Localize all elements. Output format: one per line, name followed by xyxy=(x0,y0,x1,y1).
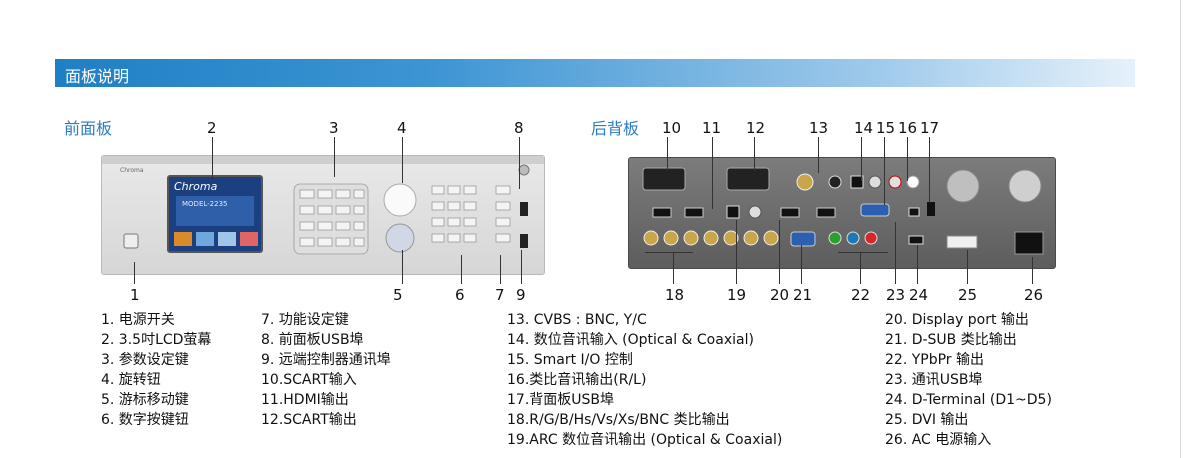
rear-panel-image xyxy=(628,157,1056,269)
legend-column-1: 1. 电源开关 2. 3.5吋LCD萤幕 3. 参数设定键 4. 旋转钮 5. … xyxy=(101,310,211,430)
legend-item: 10.SCART输入 xyxy=(261,372,357,388)
section-banner: 面板说明 xyxy=(55,59,1135,87)
callout-8: 8 xyxy=(514,119,524,137)
callout-19: 19 xyxy=(727,286,747,304)
leader-8 xyxy=(519,137,520,189)
legend-item: 5. 游标移动键 xyxy=(101,392,189,408)
lcd-model: MODEL-2235 xyxy=(182,200,227,208)
front-panel-title: 前面板 xyxy=(64,119,113,138)
callout-7: 7 xyxy=(495,286,505,304)
callout-11: 11 xyxy=(702,119,722,137)
legend-item: 23. 通讯USB埠 xyxy=(885,372,983,388)
leader-6 xyxy=(461,255,462,284)
legend-item: 12.SCART输出 xyxy=(261,412,357,428)
legend-item: 25. DVI 输出 xyxy=(885,412,969,428)
callout-2: 2 xyxy=(207,119,217,137)
legend-item: 11.HDMI输出 xyxy=(261,392,349,408)
legend-item: 3. 参数设定键 xyxy=(101,352,189,368)
callout-24: 24 xyxy=(909,286,929,304)
leader-18 xyxy=(673,252,674,284)
legend-item: 9. 远端控制器通讯埠 xyxy=(261,352,391,368)
callout-1: 1 xyxy=(130,286,140,304)
legend-item: 1. 电源开关 xyxy=(101,312,175,328)
lcd-brand: Chroma xyxy=(174,180,218,193)
legend-item: 18.R/G/B/Hs/Vs/Xs/BNC 类比输出 xyxy=(507,412,730,428)
leader-24 xyxy=(917,245,918,284)
rear-panel-title: 后背板 xyxy=(591,119,640,138)
leader-13 xyxy=(818,137,819,173)
callout-14: 14 xyxy=(854,119,874,137)
leader-3 xyxy=(334,137,335,177)
legend-item: 6. 数字按键钮 xyxy=(101,412,189,428)
leader-1 xyxy=(134,262,135,284)
callout-16: 16 xyxy=(898,119,918,137)
legend-item: 2. 3.5吋LCD萤幕 xyxy=(101,332,212,348)
legend-item: 16.类比音讯输出(R/L) xyxy=(507,372,647,388)
callout-3: 3 xyxy=(329,119,339,137)
leader-14 xyxy=(861,137,862,181)
leader-22 xyxy=(860,252,861,284)
svg-text:Chroma: Chroma xyxy=(120,167,144,174)
legend-item: 20. Display port 输出 xyxy=(885,312,1029,328)
legend-item: 4. 旋转钮 xyxy=(101,372,161,388)
callout-23: 23 xyxy=(886,286,906,304)
leader-22-bar xyxy=(838,252,888,253)
leader-21 xyxy=(801,245,802,284)
callout-15: 15 xyxy=(876,119,896,137)
front-panel-image: Chroma Chroma MODEL-2235 xyxy=(101,155,545,275)
leader-23 xyxy=(895,222,896,284)
right-border xyxy=(1180,0,1181,458)
callout-5: 5 xyxy=(393,286,403,304)
callout-21: 21 xyxy=(793,286,813,304)
legend-item: 8. 前面板USB埠 xyxy=(261,332,364,348)
callout-26: 26 xyxy=(1024,286,1044,304)
legend-item: 17.背面板USB埠 xyxy=(507,392,615,408)
legend-column-2: 7. 功能设定键 8. 前面板USB埠 9. 远端控制器通讯埠 10.SCART… xyxy=(261,310,391,430)
legend-column-3: 13. CVBS : BNC, Y/C 14. 数位音讯输入 (Optical … xyxy=(507,310,782,450)
legend-item: 21. D-SUB 类比输出 xyxy=(885,332,1017,348)
leader-16 xyxy=(907,137,908,181)
callout-25: 25 xyxy=(958,286,978,304)
leader-4 xyxy=(402,137,403,183)
legend-item: 22. YPbPr 输出 xyxy=(885,352,984,368)
legend-item: 15. Smart I/O 控制 xyxy=(507,352,633,368)
callout-17: 17 xyxy=(920,119,940,137)
legend-item: 24. D-Terminal (D1~D5) xyxy=(885,392,1052,408)
rear-panel-drawing xyxy=(642,167,1044,255)
leader-18-bar xyxy=(645,252,693,253)
banner-title: 面板说明 xyxy=(65,67,130,86)
callout-12: 12 xyxy=(746,119,766,137)
legend-item: 7. 功能设定键 xyxy=(261,312,349,328)
leader-15 xyxy=(884,137,885,205)
leader-20 xyxy=(779,220,780,284)
legend-column-4: 20. Display port 输出 21. D-SUB 类比输出 22. Y… xyxy=(885,310,1052,450)
leader-25 xyxy=(967,250,968,284)
legend-item: 13. CVBS : BNC, Y/C xyxy=(507,312,647,328)
leader-12 xyxy=(754,137,755,171)
leader-11 xyxy=(712,137,713,209)
leader-2 xyxy=(212,137,213,179)
callout-20: 20 xyxy=(770,286,790,304)
leader-9 xyxy=(521,250,522,284)
front-panel-drawing: Chroma Chroma MODEL-2235 xyxy=(102,156,544,255)
callout-9: 9 xyxy=(516,286,526,304)
leader-7 xyxy=(500,255,501,284)
callout-22: 22 xyxy=(851,286,871,304)
callout-13: 13 xyxy=(809,119,829,137)
callout-6: 6 xyxy=(455,286,465,304)
leader-17 xyxy=(929,137,930,203)
legend-item: 19.ARC 数位音讯输出 (Optical & Coaxial) xyxy=(507,432,783,448)
callout-4: 4 xyxy=(397,119,407,137)
callout-18: 18 xyxy=(665,286,685,304)
legend-item: 14. 数位音讯输入 (Optical & Coaxial) xyxy=(507,332,754,348)
leader-19 xyxy=(736,220,737,284)
leader-10 xyxy=(667,137,668,171)
legend-item: 26. AC 电源输入 xyxy=(885,432,992,448)
callout-10: 10 xyxy=(662,119,682,137)
leader-26 xyxy=(1032,257,1033,284)
leader-5 xyxy=(402,250,403,284)
